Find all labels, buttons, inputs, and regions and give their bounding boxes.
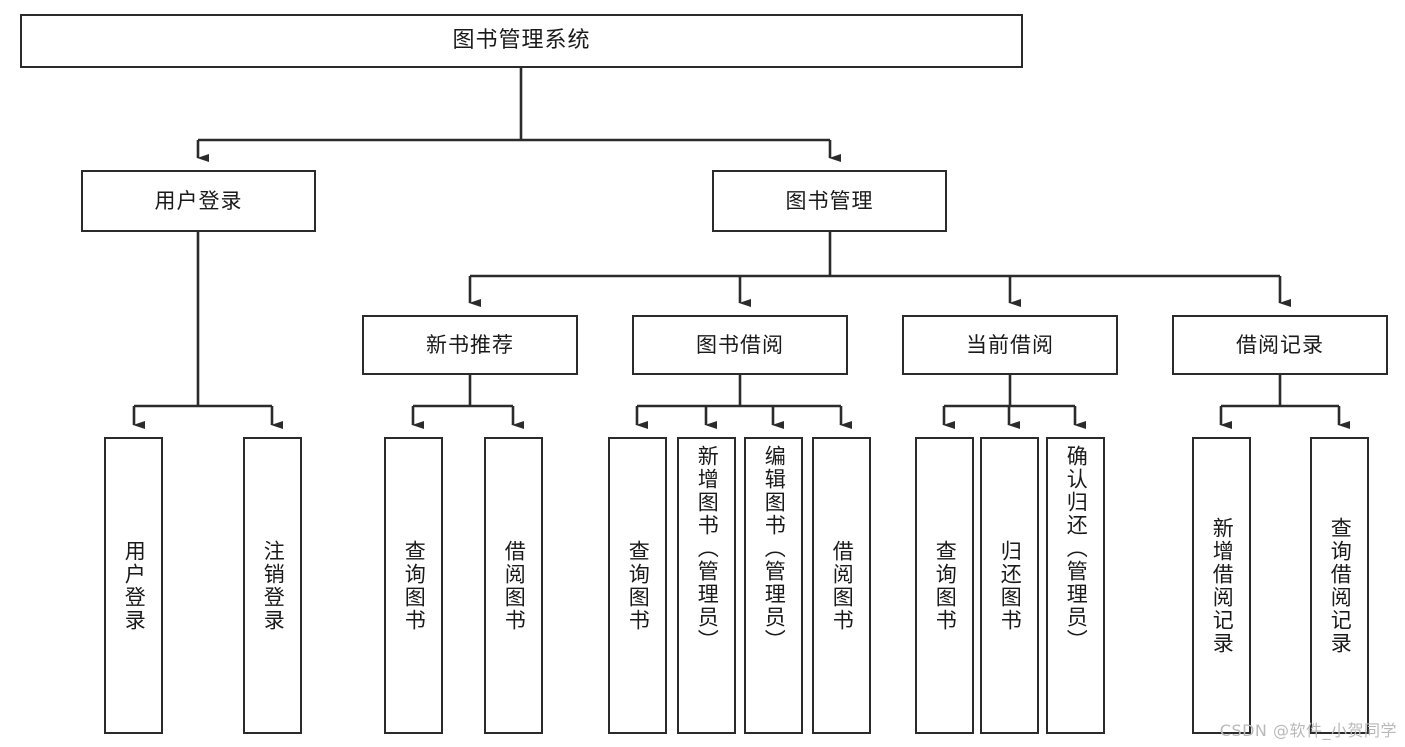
- node-book-borrow[interactable]: 图书借阅: [632, 315, 848, 375]
- node-leaf-borrow-book-2-label: 借阅图书: [830, 539, 855, 632]
- node-leaf-add-book-label: 新增图书（管理员）: [695, 445, 720, 652]
- node-new-book-recommend-label: 新书推荐: [426, 332, 514, 357]
- node-new-book-recommend[interactable]: 新书推荐: [362, 315, 578, 375]
- node-leaf-user-login-label: 用户登录: [122, 539, 147, 632]
- node-leaf-query-book-2-label: 查询图书: [626, 539, 651, 632]
- node-leaf-add-record-label: 新增借阅记录: [1210, 516, 1235, 655]
- node-leaf-return-book-label: 归还图书: [998, 539, 1023, 632]
- node-user-login[interactable]: 用户登录: [81, 170, 316, 232]
- node-leaf-add-record[interactable]: 新增借阅记录: [1192, 437, 1251, 734]
- node-leaf-logout-login-label: 注销登录: [261, 539, 286, 632]
- node-leaf-query-book-2[interactable]: 查询图书: [608, 437, 667, 734]
- node-leaf-query-record[interactable]: 查询借阅记录: [1310, 437, 1369, 734]
- node-leaf-borrow-book-2[interactable]: 借阅图书: [812, 437, 871, 734]
- node-root[interactable]: 图书管理系统: [20, 14, 1023, 68]
- node-root-label: 图书管理系统: [452, 28, 591, 54]
- node-borrow-record[interactable]: 借阅记录: [1172, 315, 1388, 375]
- node-current-borrow-label: 当前借阅: [966, 332, 1054, 357]
- node-leaf-borrow-book-1-label: 借阅图书: [502, 539, 527, 632]
- node-leaf-user-login[interactable]: 用户登录: [104, 437, 163, 734]
- node-book-manage[interactable]: 图书管理: [712, 170, 947, 232]
- node-leaf-edit-book-label: 编辑图书（管理员）: [762, 445, 787, 652]
- node-current-borrow[interactable]: 当前借阅: [902, 315, 1118, 375]
- node-user-login-label: 用户登录: [154, 188, 243, 213]
- node-leaf-confirm-return-label: 确认归还（管理员）: [1064, 445, 1089, 652]
- node-leaf-edit-book[interactable]: 编辑图书（管理员）: [744, 437, 803, 734]
- node-leaf-borrow-book-1[interactable]: 借阅图书: [484, 437, 543, 734]
- node-book-manage-label: 图书管理: [785, 188, 874, 213]
- node-leaf-query-book-3[interactable]: 查询图书: [915, 437, 974, 734]
- node-leaf-return-book[interactable]: 归还图书: [980, 437, 1039, 734]
- watermark: CSDN @软件_小贺同学: [1219, 721, 1397, 740]
- node-borrow-record-label: 借阅记录: [1236, 332, 1324, 357]
- node-leaf-query-book-1-label: 查询图书: [402, 539, 427, 632]
- node-book-borrow-label: 图书借阅: [696, 332, 784, 357]
- node-leaf-confirm-return[interactable]: 确认归还（管理员）: [1046, 437, 1105, 734]
- node-leaf-query-book-1[interactable]: 查询图书: [384, 437, 443, 734]
- node-leaf-query-book-3-label: 查询图书: [933, 539, 958, 632]
- node-leaf-logout-login[interactable]: 注销登录: [243, 437, 302, 734]
- node-leaf-query-record-label: 查询借阅记录: [1328, 516, 1353, 655]
- node-leaf-add-book[interactable]: 新增图书（管理员）: [677, 437, 736, 734]
